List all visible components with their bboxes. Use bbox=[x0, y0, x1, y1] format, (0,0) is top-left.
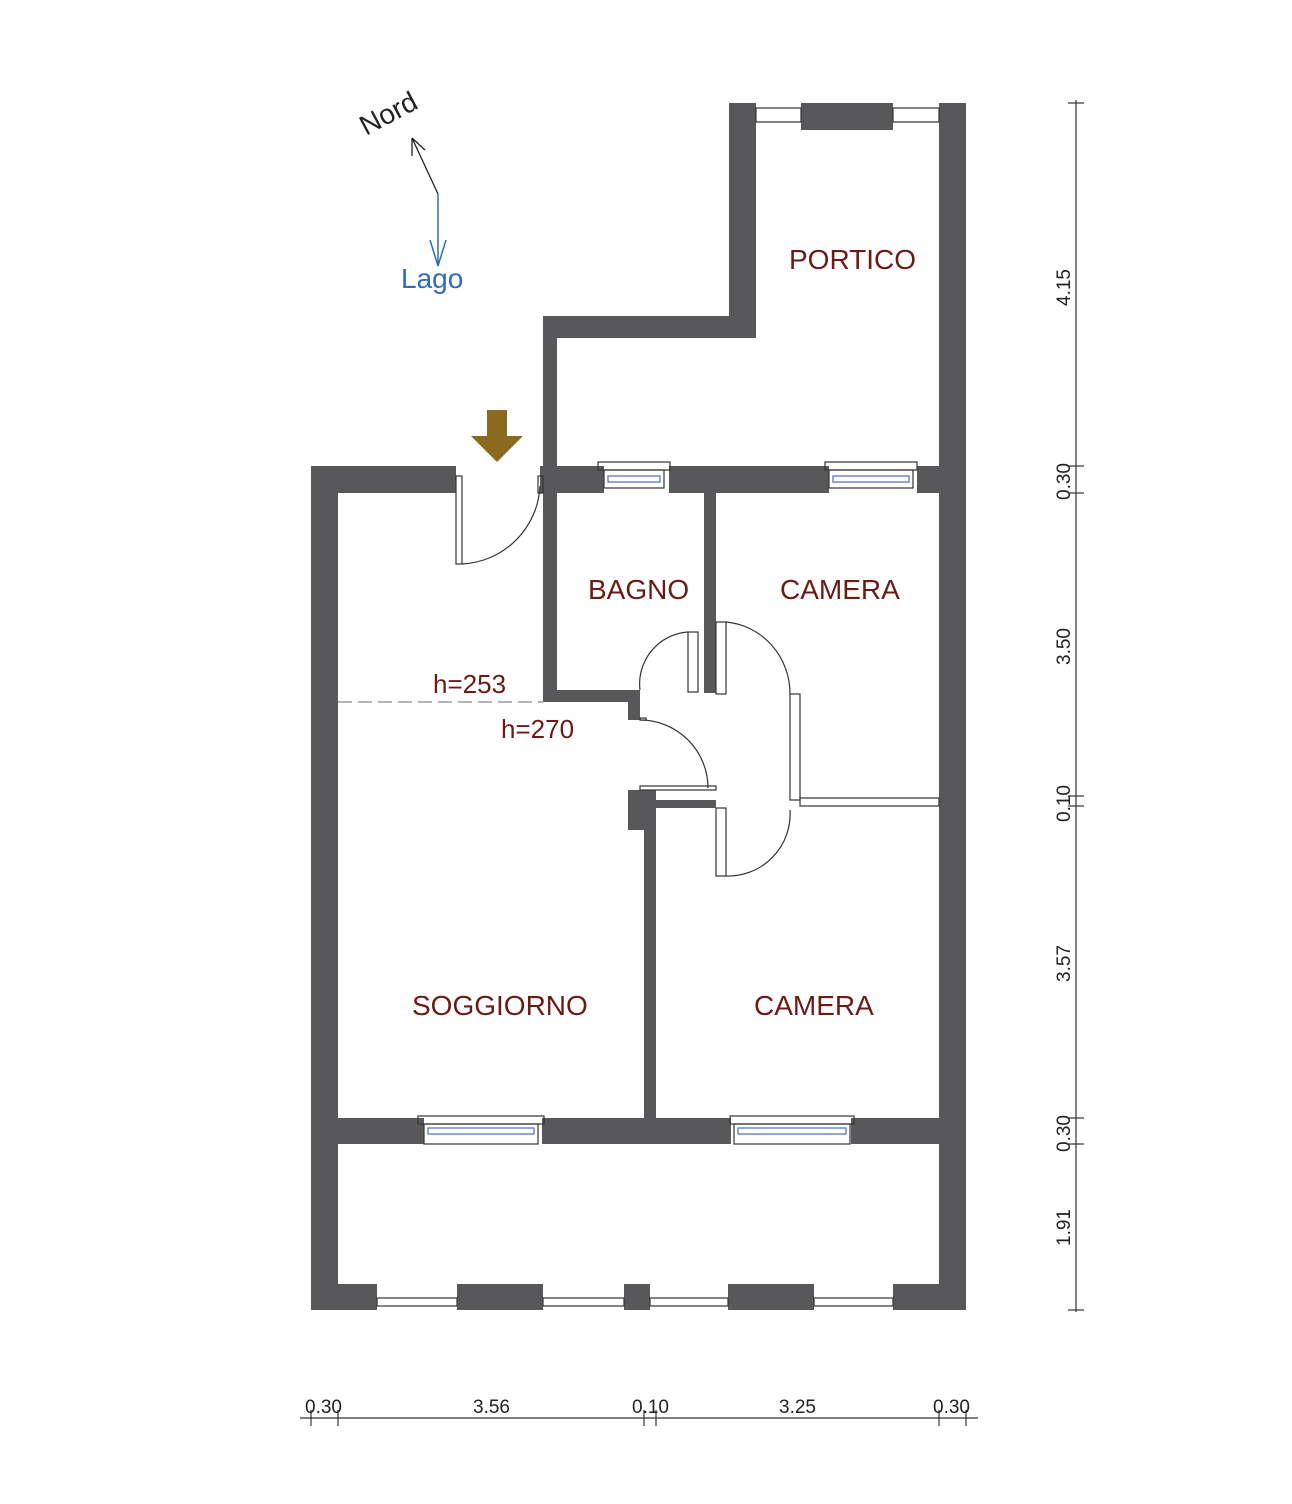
walls bbox=[311, 103, 966, 1310]
lake-label: Lago bbox=[401, 263, 463, 294]
dim-v-1: 4.15 bbox=[1054, 269, 1075, 306]
room-label-camera-top: CAMERA bbox=[780, 574, 900, 605]
north-label: Nord bbox=[354, 85, 422, 141]
room-label-bagno: BAGNO bbox=[588, 574, 689, 605]
compass: Nord Lago bbox=[354, 85, 463, 294]
vertical-dimensions: 4.15 0.30 3.50 0.10 3.57 0.30 1.91 bbox=[1054, 100, 1084, 1312]
room-label-camera-bottom: CAMERA bbox=[754, 990, 874, 1021]
windows bbox=[376, 107, 940, 1307]
arrow-down-icon bbox=[471, 410, 523, 462]
dim-v-6: 0.30 bbox=[1054, 1115, 1075, 1152]
dim-v-3: 3.50 bbox=[1054, 628, 1075, 665]
horizontal-dimensions: 0.30 3.56 0.10 3.25 0.30 bbox=[300, 1397, 978, 1426]
lake-arrow-icon bbox=[429, 194, 447, 267]
doors bbox=[455, 475, 940, 877]
dim-v-2: 0.30 bbox=[1054, 463, 1075, 500]
room-label-portico: PORTICO bbox=[789, 244, 916, 275]
room-label-soggiorno: SOGGIORNO bbox=[412, 990, 588, 1021]
dim-h-5: 0.30 bbox=[933, 1397, 970, 1418]
dim-v-5: 3.57 bbox=[1054, 945, 1075, 982]
height-label-upper: h=253 bbox=[433, 669, 506, 699]
dim-h-1: 0.30 bbox=[305, 1397, 342, 1418]
dim-h-4: 3.25 bbox=[779, 1397, 816, 1418]
north-arrow-icon bbox=[411, 137, 439, 195]
dim-h-2: 3.56 bbox=[473, 1397, 510, 1418]
dim-v-7: 1.91 bbox=[1054, 1209, 1075, 1246]
dim-v-4: 0.10 bbox=[1054, 785, 1075, 822]
height-label-lower: h=270 bbox=[501, 714, 574, 744]
dim-h-3: 0.10 bbox=[632, 1397, 669, 1418]
